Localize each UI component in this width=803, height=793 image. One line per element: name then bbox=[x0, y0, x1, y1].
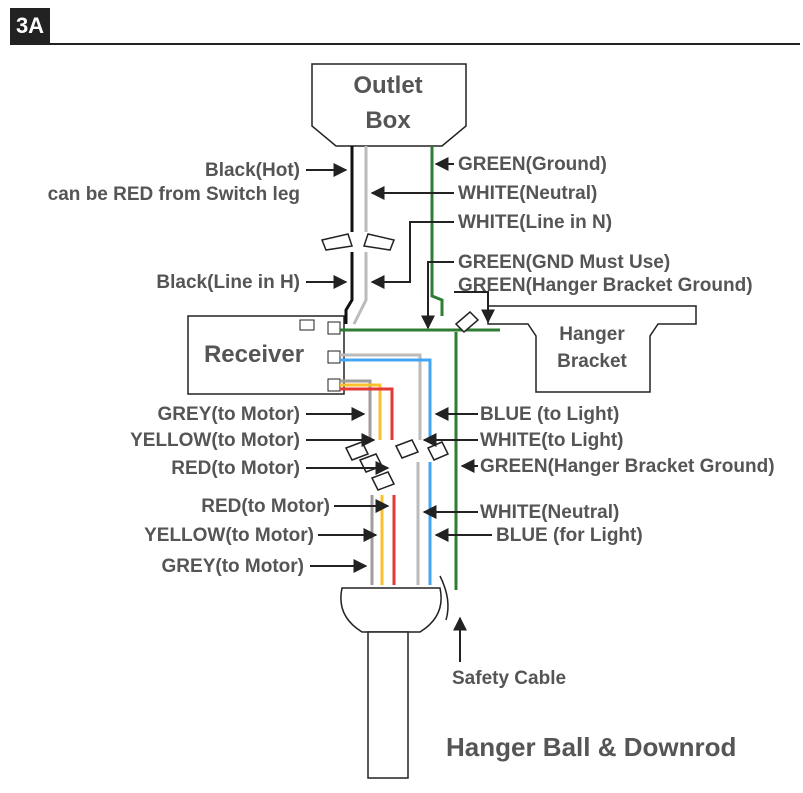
label-white-neutral-bottom: WHITE(Neutral) bbox=[480, 502, 619, 523]
receiver-port-1 bbox=[327, 321, 341, 335]
wire-nut-mid-3 bbox=[370, 471, 396, 491]
label-black-hot-note: can be RED from Switch leg bbox=[48, 184, 300, 205]
label-grey-to-motor-2: GREY(to Motor) bbox=[162, 556, 304, 577]
label-blue-to-light: BLUE (to Light) bbox=[480, 404, 619, 425]
wire-black-line-in bbox=[344, 252, 354, 324]
wire-white-line-in bbox=[352, 252, 368, 325]
wire-nut-mid-5 bbox=[426, 441, 450, 461]
outlet-box-line2: Box bbox=[365, 107, 411, 134]
receiver-label: Receiver bbox=[204, 341, 304, 368]
label-yellow-to-motor-2: YELLOW(to Motor) bbox=[144, 525, 314, 546]
header-rule bbox=[10, 43, 800, 45]
label-black-hot: Black(Hot) bbox=[205, 160, 300, 181]
outlet-box-line1: Outlet bbox=[353, 72, 422, 99]
wire-nut-top-right bbox=[363, 233, 396, 251]
hanger-bracket-line1: Hanger bbox=[559, 324, 625, 345]
wire-nut-top-left bbox=[320, 233, 353, 251]
receiver-tab bbox=[299, 319, 315, 331]
wire-nut-mid-1 bbox=[344, 441, 370, 461]
wire-nut-ground bbox=[454, 310, 480, 334]
hanger-bracket bbox=[487, 305, 697, 393]
safety-cable bbox=[439, 575, 449, 621]
label-green-ground: GREEN(Ground) bbox=[458, 154, 607, 175]
label-white-to-light: WHITE(to Light) bbox=[480, 430, 624, 451]
label-green-hanger-bracket-ground-mid: GREEN(Hanger Bracket Ground) bbox=[480, 456, 775, 477]
downrod bbox=[367, 631, 409, 779]
label-red-to-motor-2: RED(to Motor) bbox=[201, 496, 330, 517]
hanger-bracket-line2: Bracket bbox=[557, 351, 627, 372]
label-white-line-in-n: WHITE(Line in N) bbox=[458, 212, 612, 233]
label-blue-for-light: BLUE (for Light) bbox=[496, 525, 643, 546]
receiver-port-2 bbox=[327, 350, 341, 364]
arrows bbox=[306, 157, 495, 662]
step-badge: 3A bbox=[10, 8, 50, 44]
label-safety-cable: Safety Cable bbox=[452, 668, 566, 689]
wire-grey-out bbox=[340, 379, 372, 440]
label-yellow-to-motor-1: YELLOW(to Motor) bbox=[130, 430, 300, 451]
label-hanger-ball: Hanger Ball & Downrod bbox=[446, 732, 736, 762]
wire-green-ground bbox=[430, 146, 444, 316]
label-red-to-motor-1: RED(to Motor) bbox=[171, 458, 300, 479]
label-green-hanger-bracket-ground-top: GREEN(Hanger Bracket Ground) bbox=[458, 275, 753, 296]
label-white-neutral-top: WHITE(Neutral) bbox=[458, 183, 597, 204]
label-black-line-in-h: Black(Line in H) bbox=[156, 272, 300, 293]
receiver-port-3 bbox=[327, 378, 341, 392]
label-grey-to-motor-1: GREY(to Motor) bbox=[158, 404, 300, 425]
wire-yellow-out bbox=[340, 383, 382, 440]
wire-nut-mid-2 bbox=[358, 453, 384, 473]
wire-white-out bbox=[340, 353, 422, 440]
hanger-ball bbox=[340, 587, 442, 633]
wire-blue-out bbox=[340, 358, 432, 440]
wire-red-out bbox=[340, 387, 394, 440]
label-green-gnd-must-use: GREEN(GND Must Use) bbox=[458, 252, 670, 273]
outlet-box bbox=[311, 63, 467, 147]
wire-nut-mid-4 bbox=[394, 439, 420, 459]
